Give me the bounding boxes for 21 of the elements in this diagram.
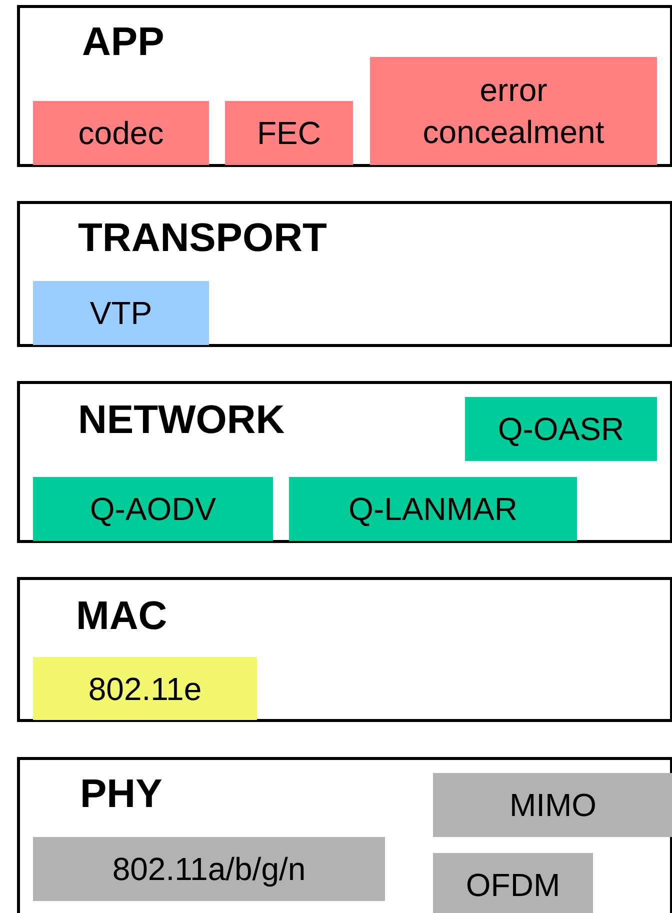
protocol-box: FEC [225,101,353,165]
layer-title: NETWORK [78,400,285,440]
layer-box [17,577,672,722]
layer-title: PHY [80,774,162,814]
protocol-box: VTP [33,281,209,345]
layer-box [17,5,672,167]
protocol-box: Q-LANMAR [289,477,577,541]
protocol-box: 802.11e [33,657,257,720]
protocol-box: 802.11a/b/g/n [33,837,385,901]
protocol-box: MIMO [433,773,672,837]
protocol-box: Q-AODV [33,477,273,541]
layer-box [17,201,672,347]
layer-title: APP [82,22,164,62]
layer-box [17,757,672,913]
layer-title: MAC [76,596,168,636]
layer-title: TRANSPORT [78,218,327,258]
layer-box [17,381,672,543]
protocol-box: codec [33,101,209,165]
protocol-box: OFDM [433,853,593,913]
protocol-box: Q-OASR [465,397,657,461]
protocol-box: error concealment [370,57,657,165]
